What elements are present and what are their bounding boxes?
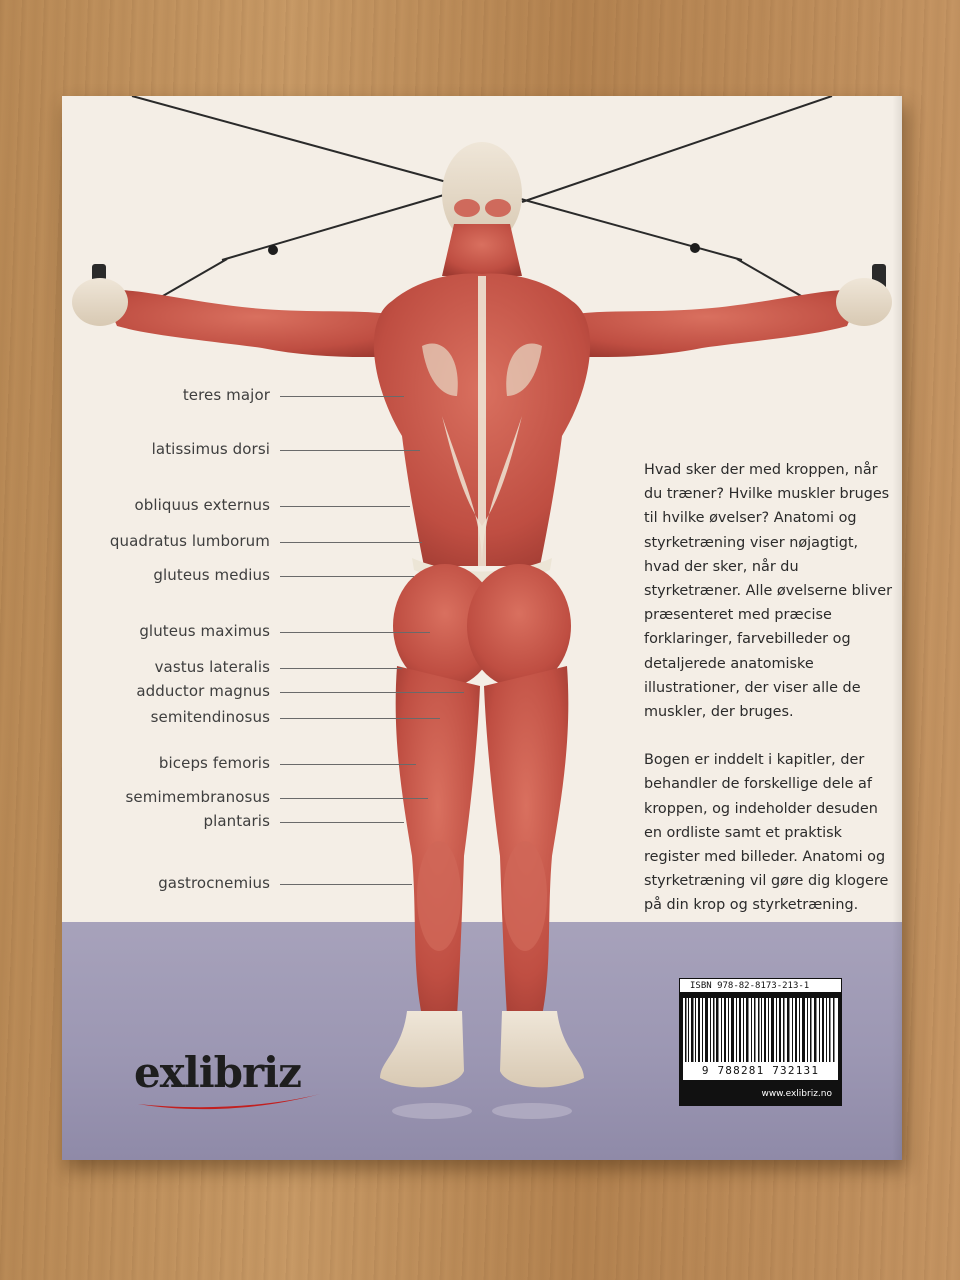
leader-line (280, 718, 440, 719)
publisher-url: www.exlibriz.no (761, 1089, 832, 1099)
label-semitendinosus: semitendinosus (150, 708, 270, 726)
label-latissimus-dorsi: latissimus dorsi (151, 440, 270, 458)
cover-blurb: Hvad sker der med kroppen, når du træner… (644, 458, 894, 942)
leader-line (280, 884, 412, 885)
logo-text: exlibriz (134, 1048, 302, 1097)
head (442, 142, 522, 246)
leader-line (280, 542, 422, 543)
hand-left (72, 278, 128, 326)
leader-line (280, 396, 404, 397)
glute-right (467, 564, 571, 688)
cable-ball-left (268, 245, 278, 255)
barcode-digits: 9 788281 732131 (683, 1062, 838, 1080)
label-biceps-femoris: biceps femoris (158, 754, 270, 772)
label-gastrocnemius: gastrocnemius (158, 874, 270, 892)
barcode-block: ISBN 978-82-8173-213-1 (679, 978, 842, 1106)
foot-right (500, 1011, 584, 1088)
leg-left (395, 666, 480, 1016)
label-gluteus-maximus: gluteus maximus (139, 622, 270, 640)
leader-line (280, 632, 430, 633)
leader-line (280, 822, 404, 823)
anatomy-figure-illustration (72, 96, 892, 1119)
book-back-cover: teres major latissimus dorsi obliquus ex… (62, 96, 902, 1160)
arm-right (552, 289, 862, 358)
blurb-paragraph-1: Hvad sker der med kroppen, når du træner… (644, 462, 893, 721)
leader-line (280, 764, 416, 765)
isbn-text: ISBN 978-82-8173-213-1 (679, 978, 842, 993)
arm-left (102, 289, 412, 358)
publisher-logo: exlibriz (134, 1048, 302, 1097)
leg-right (484, 666, 569, 1016)
label-gluteus-medius: gluteus medius (153, 566, 270, 584)
label-teres-major: teres major (182, 386, 270, 404)
cable-ball-right (690, 243, 700, 253)
leader-line (280, 668, 402, 669)
blurb-paragraph-2: Bogen er inddelt i kapitler, der behandl… (644, 752, 889, 914)
label-semimembranosus: semimembranosus (125, 788, 270, 806)
leader-line (280, 692, 464, 693)
leader-line (280, 798, 428, 799)
glute-left (393, 564, 497, 688)
logo-swoosh-icon (138, 1094, 320, 1110)
label-quadratus-lumborum: quadratus lumborum (109, 532, 270, 550)
label-adductor-magnus: adductor magnus (136, 682, 270, 700)
hand-right (836, 278, 892, 326)
leader-line (280, 450, 420, 451)
leader-line (280, 506, 410, 507)
barcode-bars (685, 998, 835, 1076)
neck (442, 224, 522, 276)
label-plantaris: plantaris (203, 812, 270, 830)
foot-left (380, 1011, 464, 1088)
leader-line (280, 576, 414, 577)
label-obliquus-externus: obliquus externus (134, 496, 270, 514)
cable-lines (131, 96, 833, 309)
label-vastus-lateralis: vastus lateralis (154, 658, 270, 676)
cover-edge-shadow (892, 96, 902, 1160)
